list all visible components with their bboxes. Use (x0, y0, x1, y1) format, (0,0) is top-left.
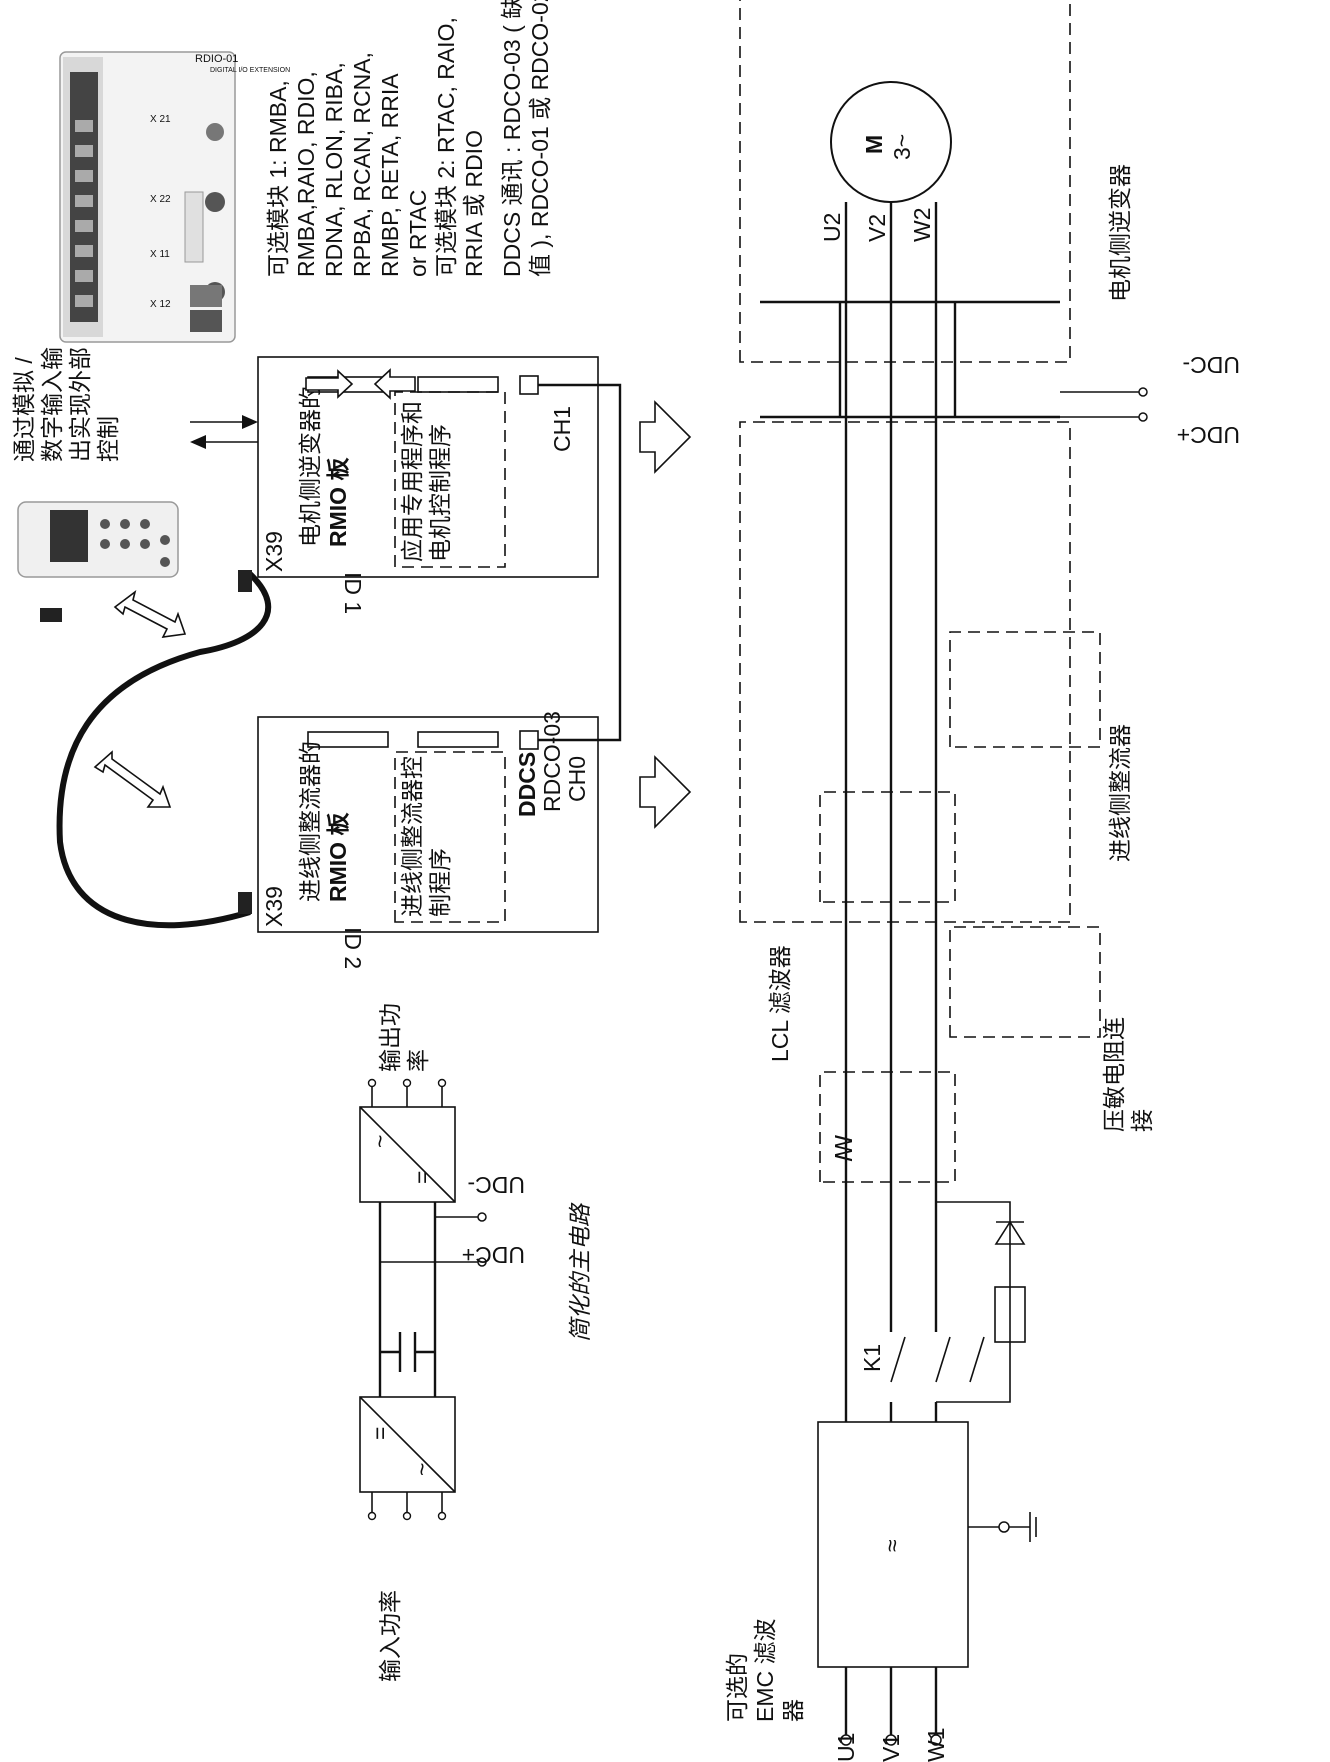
module1-line5: RMBP, RETA, RRIA (377, 73, 403, 277)
module1-line6: or RTAC (405, 190, 431, 277)
emc-filter-symbol: ≈ (879, 1539, 905, 1552)
motor-lead-w2: W2 (909, 208, 935, 243)
motor-lead-u2: U2 (819, 213, 845, 242)
terminal-u1: U1 (833, 1733, 859, 1762)
module1-line4: RPBA, RCAN, RCNA, (349, 52, 375, 277)
module2-line1: 可选模块 2: RTAC, RAIO, (433, 17, 459, 277)
rdio-title: RDIO-01 (195, 53, 238, 65)
rectifier-id: ID 2 (340, 927, 366, 969)
inverter-program1: 应用专用程序和 (399, 401, 425, 562)
inverter-board-title1: 电机侧逆变器的 (297, 386, 323, 547)
rdio-x12: X 12 (150, 299, 171, 310)
varistor-label2: 接 (1129, 1109, 1155, 1132)
rectifier-board-title2: RMIO 板 (325, 812, 351, 902)
simple-output-power2: 率 (405, 1049, 431, 1072)
ddcs-line1: DDCS 通讯 : RDCO-03 ( 缺省 (499, 0, 525, 277)
simple-inv-top: ~ (367, 1135, 393, 1148)
simple-udc-minus: UDC- (468, 1172, 526, 1198)
simple-inv-bottom: = (409, 1171, 435, 1184)
simple-caption: 简化的主电路 (567, 1202, 593, 1342)
rdio-subtitle: DIGITAL I/O EXTENSION (210, 67, 290, 74)
rectifier-rdco: RDCO-03 (539, 711, 565, 812)
main-power-circuit: U1 V1 W1 ≈ 可选的 EMC 滤波 器 K1 ꟿ LCL 滤波器 (724, 0, 1240, 1762)
rectifier-x39: X39 (261, 886, 287, 927)
rdio-x11: X 11 (150, 249, 170, 260)
inverter-program2: 电机控制程序 (427, 424, 453, 562)
dc-udc-minus: UDC- (1183, 352, 1241, 378)
varistor-label1: 压敏电阻连 (1101, 1017, 1127, 1132)
simplified-circuit: = ~ UDC+ UDC- ~ = 输入功率 输出功 率 简化的主电路 (359, 1003, 593, 1682)
lcl-coils-1: ꟿ (831, 1134, 857, 1162)
inverter-rmio-board: X39 电机侧逆变器的 RMIO 板 应用专用程序和 电机控制程序 ID 1 C… (257, 356, 599, 614)
remote-control-label: 通过模拟 / 数字输入输 出实现外部 控制 (11, 347, 121, 462)
inverter-board-title2: RMIO 板 (325, 457, 351, 547)
emc-label2: EMC 滤波 (752, 1619, 778, 1723)
inverter-id: ID 1 (340, 572, 366, 614)
remote-label-line2: 数字输入输 (39, 347, 65, 462)
rdio-x21: X 21 (150, 114, 171, 125)
motor-phase: 3~ (889, 134, 915, 160)
terminal-v1: V1 (878, 1734, 904, 1762)
panel-cable (40, 570, 272, 929)
remote-label-line3: 出实现外部 (67, 347, 93, 462)
rectifier-program1: 进线侧整流器控 (399, 756, 425, 917)
cable-arrows (93, 590, 187, 808)
emc-label3: 器 (780, 1699, 806, 1722)
simple-udc-plus: UDC+ (462, 1242, 525, 1268)
simple-rect-bottom: ~ (409, 1463, 435, 1476)
rectifier-rmio-board: X39 进线侧整流器的 RMIO 板 进线侧整流器控 制程序 ID 2 DDCS… (257, 711, 599, 969)
io-arrows (190, 415, 258, 449)
inverter-bridge-label: 电机侧逆变器 (1107, 164, 1133, 302)
remote-label-line1: 通过模拟 / (11, 357, 37, 462)
module1-line1: 可选模块 1: RMBA, (265, 80, 291, 277)
rectifier-program2: 制程序 (427, 848, 453, 917)
rectifier-ch0: CH0 (564, 756, 590, 802)
options-text: 可选模块 1: RMBA, RMBA,RAIO, RDIO, RDNA, RLO… (265, 0, 553, 277)
motor-m: M (861, 135, 887, 154)
rdio-x22: X 22 (150, 194, 171, 205)
remote-label-line4: 控制 (95, 416, 121, 462)
module2-line2: RRIA 或 RDIO (461, 130, 487, 277)
lcl-filter-label: LCL 滤波器 (767, 945, 793, 1062)
motor-lead-v2: V2 (864, 214, 890, 242)
module1-line3: RDNA, RLON, RIBA, (321, 62, 347, 277)
simple-rect-top: = (367, 1427, 393, 1440)
module1-line2: RMBA,RAIO, RDIO, (293, 71, 319, 277)
rectifier-ddcs: DDCS (514, 752, 540, 817)
ddcs-fiber-link (538, 383, 622, 742)
inverter-x39: X39 (261, 531, 287, 572)
simple-input-power: 输入功率 (377, 1590, 403, 1682)
emc-label1: 可选的 (724, 1653, 750, 1722)
rectifier-bridge-label: 进线侧整流器 (1107, 724, 1133, 862)
rdio-module-picture: RDIO-01 DIGITAL I/O EXTENSION X 21 X 22 … (59, 51, 290, 343)
control-panel-picture (17, 501, 179, 578)
ddcs-line2: 值 ), RDCO-01 或 RDCO-02 (527, 0, 553, 277)
rectifier-board-title1: 进线侧整流器的 (297, 741, 323, 902)
board-flow-arrows (639, 400, 692, 829)
option-connectors (305, 368, 416, 400)
simple-output-power1: 输出功 (377, 1003, 403, 1072)
contactor-k1: K1 (859, 1344, 885, 1372)
inverter-ch1: CH1 (549, 406, 575, 452)
dc-udc-plus: UDC+ (1177, 422, 1240, 448)
